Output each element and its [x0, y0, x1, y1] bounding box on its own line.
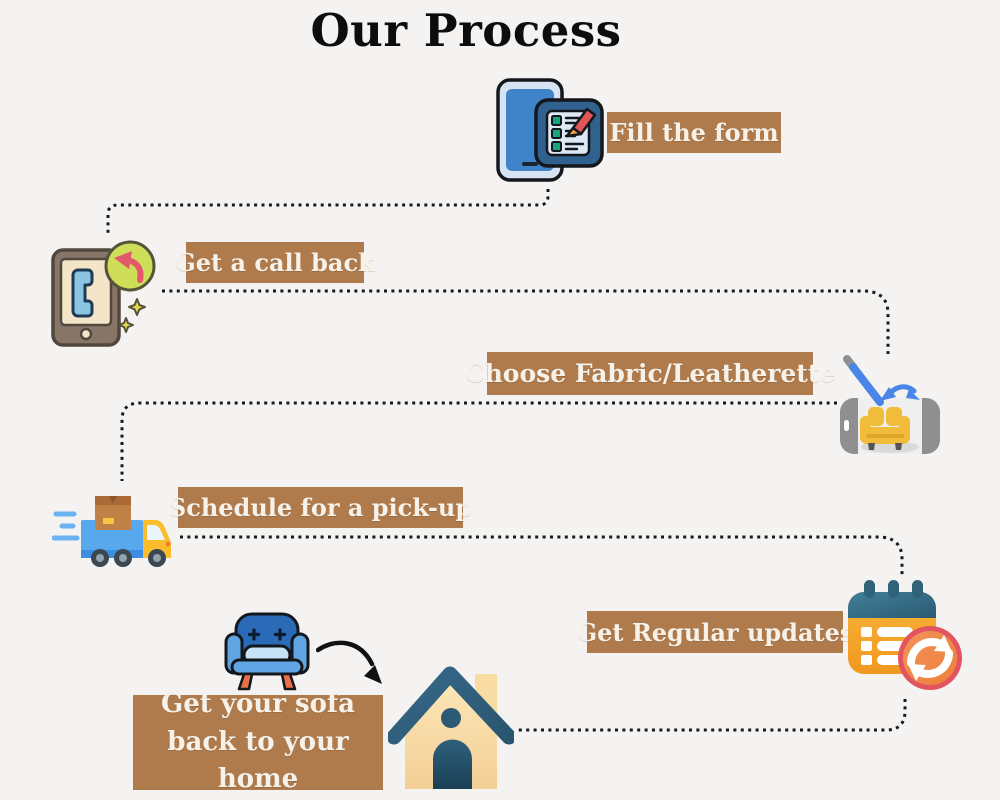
step-label-fill-the-form: Fill the form: [607, 112, 781, 153]
delivery-truck-icon: [52, 496, 171, 567]
connector-step3-step4: [120, 401, 837, 481]
step-label-regular-updates: Get Regular updates: [577, 611, 853, 653]
tablet-sofa-icon: [840, 355, 940, 454]
step-label-choose-fabric: Choose Fabric/Leatherette: [465, 352, 835, 395]
connector-step4-step5: [180, 535, 904, 578]
step-label-sofa-back-home-line2: back to your home: [167, 726, 349, 795]
step-label-sofa-back-home-line1: Get your sofa: [161, 688, 355, 719]
house-icon: [388, 666, 514, 789]
connector-step1-step2: [106, 189, 550, 233]
armchair-icon: [224, 612, 310, 691]
step-label-schedule-pickup: Schedule for a pick-up: [169, 487, 472, 528]
curved-arrow-icon: [316, 640, 382, 684]
step-label-sofa-back-home: Get your sofa back to your home: [133, 689, 383, 794]
connector-step2-step3: [162, 289, 890, 354]
connector-step5-step6: [516, 699, 907, 732]
phone-form-icon: [496, 78, 604, 182]
phone-callback-icon: [51, 240, 156, 347]
step-label-get-a-call-back: Get a call back: [175, 242, 375, 283]
page-title: Our Process: [310, 4, 622, 57]
calendar-updates-icon: [848, 580, 962, 690]
